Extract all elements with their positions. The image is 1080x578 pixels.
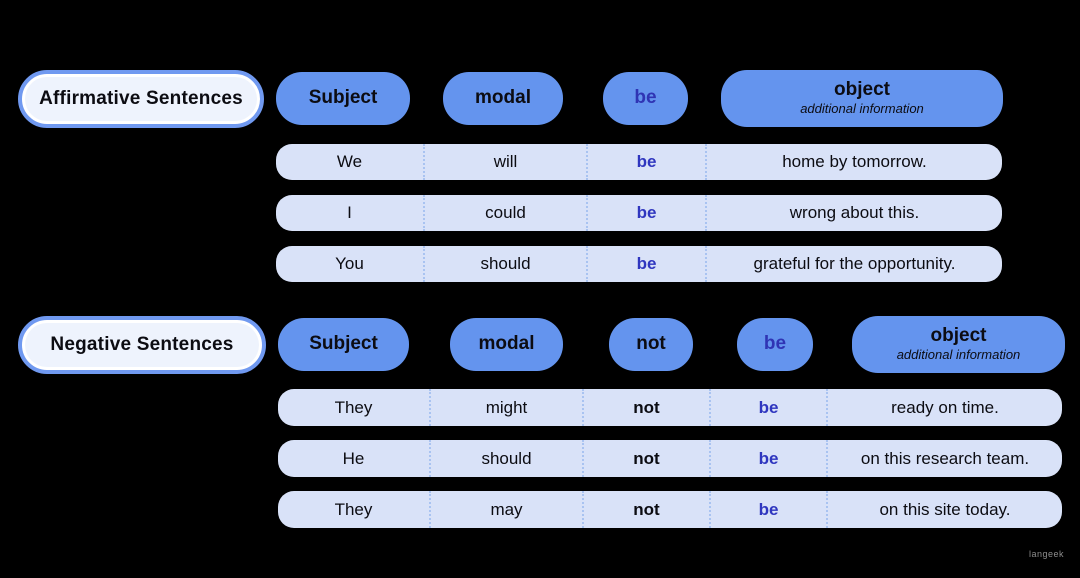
cell-be: be [709, 440, 826, 477]
affirmative-row-1: We will be home by tomorrow. [276, 144, 1002, 180]
cell-modal: will [423, 144, 586, 180]
cell-modal: should [429, 440, 582, 477]
negative-header-be: be [737, 318, 813, 371]
negative-row-2: He should not be on this research team. [278, 440, 1062, 477]
negative-label-text: Negative Sentences [50, 334, 234, 355]
affirmative-header-modal: modal [443, 72, 563, 125]
cell-modal: may [429, 491, 582, 528]
affirmative-row-2: I could be wrong about this. [276, 195, 1002, 231]
cell-subject: He [342, 448, 365, 468]
affirmative-row-3: You should be grateful for the opportuni… [276, 246, 1002, 282]
cell-object: wrong about this. [705, 195, 1002, 231]
header-subject-text: Subject [308, 87, 378, 109]
cell-be: be [586, 246, 705, 282]
affirmative-header-object: object additional information [721, 70, 1003, 127]
negative-section-label: Negative Sentences [18, 316, 266, 374]
cell-be: be [586, 144, 705, 180]
header-object-subtext: additional information [896, 347, 1021, 363]
header-subject-text: Subject [309, 333, 378, 355]
negative-header-subject: Subject [278, 318, 409, 371]
cell-not: not [582, 491, 709, 528]
affirmative-label-text: Affirmative Sentences [39, 88, 243, 109]
negative-header-not: not [609, 318, 693, 371]
negative-row-1: They might not be ready on time. [278, 389, 1062, 426]
header-be-text: be [634, 87, 657, 109]
header-modal-text: modal [475, 87, 531, 109]
cell-modal: could [423, 195, 586, 231]
negative-header-object: object additional information [852, 316, 1065, 373]
cell-subject: They [334, 397, 373, 417]
cell-subject: We [336, 152, 363, 171]
header-object-text: object [930, 325, 987, 347]
cell-not: not [582, 440, 709, 477]
negative-header-modal: modal [450, 318, 563, 371]
header-modal-text: modal [478, 333, 535, 355]
cell-be: be [709, 389, 826, 426]
cell-subject: They [334, 499, 373, 519]
cell-be: be [586, 195, 705, 231]
cell-modal: might [429, 389, 582, 426]
watermark-logo: langeek [1028, 549, 1064, 559]
cell-not: not [582, 389, 709, 426]
cell-subject: You [335, 254, 364, 273]
cell-object: on this site today. [826, 491, 1062, 528]
cell-modal: should [423, 246, 586, 282]
affirmative-header-be: be [603, 72, 688, 125]
cell-object: ready on time. [826, 389, 1062, 426]
cell-object: home by tomorrow. [705, 144, 1002, 180]
header-not-text: not [636, 333, 666, 355]
header-be-text: be [763, 333, 787, 355]
header-object-text: object [834, 79, 890, 101]
affirmative-header-subject: Subject [276, 72, 410, 125]
cell-object: on this research team. [826, 440, 1062, 477]
affirmative-section-label: Affirmative Sentences [18, 70, 264, 128]
header-object-subtext: additional information [800, 101, 924, 117]
negative-row-3: They may not be on this site today. [278, 491, 1062, 528]
cell-be: be [709, 491, 826, 528]
cell-object: grateful for the opportunity. [705, 246, 1002, 282]
cell-subject: I [347, 203, 352, 222]
